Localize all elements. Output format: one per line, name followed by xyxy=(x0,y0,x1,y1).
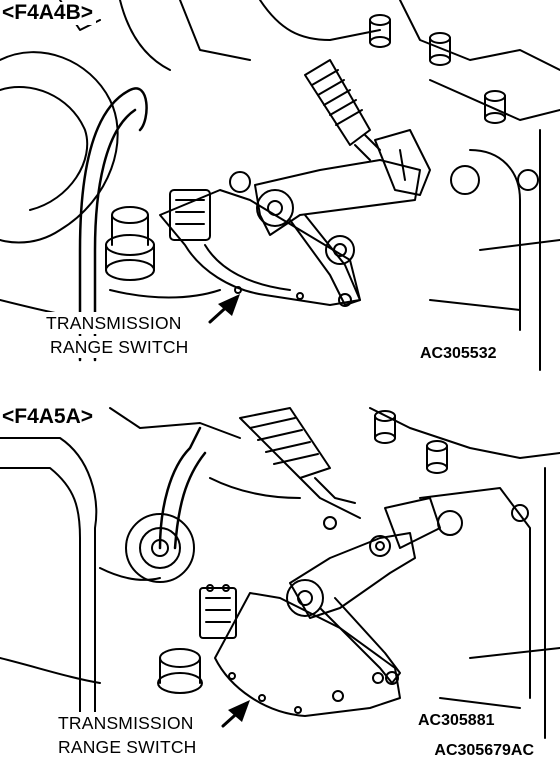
callout-line2-f4a5a: RANGE SWITCH xyxy=(58,736,197,758)
callout-line2-f4a4b: RANGE SWITCH xyxy=(50,336,189,358)
bolt-bot-2 xyxy=(426,440,448,474)
ref-code-f4a5a: AC305881 xyxy=(418,712,495,730)
variant-label-f4a5a: <F4A5A> xyxy=(2,406,97,429)
bolt-top-2 xyxy=(429,32,451,66)
figure-footer-code: AC305679AC xyxy=(434,742,534,760)
panel-f4a5a: <F4A5A> TRANSMISSION RANGE SWITCH AC3058… xyxy=(0,398,560,764)
callout-line1-f4a5a: TRANSMISSION xyxy=(58,712,194,734)
variant-label-f4a4b: <F4A4B> xyxy=(2,2,97,25)
bolt-bot-1 xyxy=(374,410,396,444)
bolt-top-3 xyxy=(484,90,506,124)
ref-code-f4a4b: AC305532 xyxy=(420,345,497,363)
panel-f4a4b: <F4A4B> TRANSMISSION RANGE SWITCH AC3055… xyxy=(0,0,560,378)
engine-drawing-f4a5a xyxy=(0,407,560,739)
callout-line1-f4a4b: TRANSMISSION xyxy=(46,312,182,334)
bolt-top-1 xyxy=(369,14,391,48)
